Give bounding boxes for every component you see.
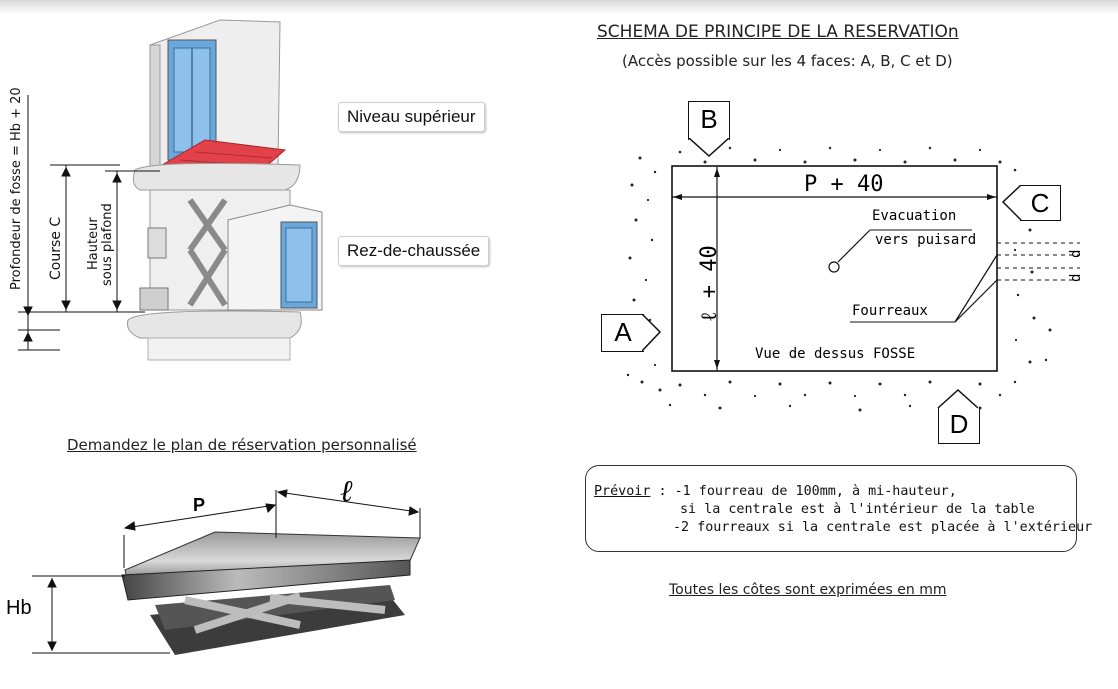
evacuation-label-line2: vers puisard [875, 232, 977, 248]
vue-dessus-label: Vue de dessus FOSSE [755, 346, 916, 362]
side-d-dimension-label: d [1068, 249, 1084, 258]
note-line-1: Prévoir : -1 fourreau de 100mm, à mi-hau… [594, 484, 957, 499]
request-plan-title: Demandez le plan de réservation personna… [67, 436, 417, 454]
note-prefix: Prévoir [594, 484, 651, 499]
scissor-table-illustration [121, 531, 421, 655]
note-line-2: si la centrale est à l'intérieur de la t… [680, 502, 1035, 517]
drain-icon [828, 261, 840, 273]
side-d-dimension-label-2: d [1068, 273, 1084, 282]
control-box [147, 227, 167, 259]
course-label: Course C [48, 216, 64, 280]
fourreaux-label: Fourreaux [852, 303, 928, 319]
niveau-superieur-label: Niveau supérieur [338, 102, 485, 132]
table-hb-label: Hb [6, 597, 32, 619]
profondeur-fosse-label: Profondeur de fosse = Hb + 20 [9, 87, 24, 290]
face-d-arrow [937, 388, 979, 409]
footer-note: Toutes les côtes sont exprimées en mm [669, 582, 947, 598]
face-a-arrow [642, 314, 662, 352]
top-gradient-band [0, 0, 1118, 14]
depth-dimension-label: ℓ + 40 [697, 245, 722, 322]
schema-title: SCHEMA DE PRINCIPE DE LA RESERVATIOn [597, 22, 959, 42]
face-c-arrow [1002, 185, 1022, 221]
lift-illustration [18, 19, 421, 655]
face-b-arrow [688, 138, 730, 158]
table-p-label: P [193, 495, 206, 515]
rez-de-chaussee-label: Rez-de-chaussée [338, 236, 490, 266]
pit-top-view-diagram [626, 120, 1080, 412]
hauteur-label-line2: sous plafond [100, 203, 115, 286]
scissor-mechanism [187, 198, 228, 307]
note-text-1: : -1 fourreau de 100mm, à mi-hauteur, [650, 484, 957, 499]
face-a-marker: A [601, 314, 644, 352]
face-d-marker: D [938, 407, 980, 444]
schema-subtitle: (Accès possible sur les 4 faces: A, B, C… [622, 52, 953, 70]
gravel-texture [626, 146, 1052, 412]
width-dimension-label: P + 40 [804, 172, 884, 197]
face-c-marker: C [1020, 185, 1061, 221]
note-line-3: -2 fourreaux si la centrale est placée à… [673, 520, 1093, 535]
evacuation-label-line1: Evacuation [872, 208, 957, 224]
hauteur-label-line1: Hauteur [86, 217, 101, 270]
table-l-label: ℓ [340, 474, 353, 509]
note-box [585, 465, 1077, 552]
face-b-marker: B [688, 101, 730, 140]
